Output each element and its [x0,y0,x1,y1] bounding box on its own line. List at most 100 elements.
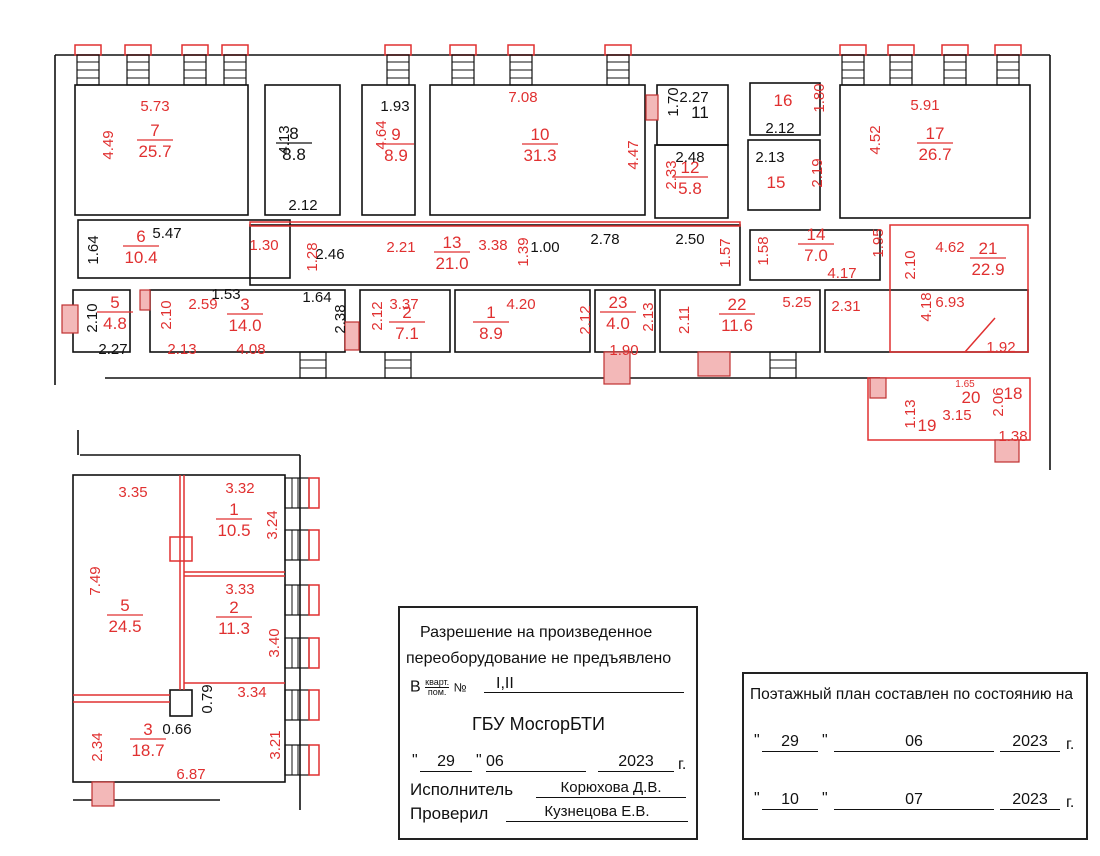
dimension-label: 0.66 [162,721,191,738]
quote: " [754,790,760,807]
room-label: 18.9 [473,303,509,343]
room-area: 25.7 [138,142,171,161]
stamp-line2: переоборудование не предъявлено [406,650,672,667]
room-number: 16 [774,91,793,110]
window [284,477,320,509]
room-label: 54.8 [97,293,133,333]
dimension-label: 2.11 [676,306,693,334]
number-sign: № [453,680,467,695]
room-number: 19 [918,416,937,435]
dimension-label: 5.47 [152,225,181,242]
dimension-label: 1.90 [609,342,638,359]
dimension-label: 2.06 [990,387,1007,416]
dimension-label: 2.13 [755,149,784,166]
room-area: 10.4 [124,248,157,267]
apartment-prefix: В кварт.пом. № [410,678,467,697]
room-area: 4.0 [606,314,630,333]
dimension-label: 4.08 [236,341,265,358]
dimension-label: 1.39 [515,237,532,266]
room-label: 524.5 [107,596,143,636]
dimension-label: 3.21 [267,730,284,759]
dimension-label: 1.64 [85,235,102,264]
windows [74,44,1022,776]
window [839,44,867,86]
room-label: 13 21.0 [434,233,470,273]
year-suffix: г. [1066,736,1075,753]
room-area: 8.8 [282,145,306,164]
room-label: 147.0 [798,225,834,265]
frac-top: кварт. [425,677,450,688]
room-number: 2 [229,598,238,617]
room-number: 10 [531,125,550,144]
room-number: 3 [143,720,152,739]
dimension-label: 1.28 [304,242,321,271]
year-suffix: г. [1066,794,1075,811]
date2-year: 2023 [1000,790,1060,810]
dimension-label: 1.95 [870,228,887,257]
window [604,44,632,86]
room-number: 1 [486,303,495,322]
dimension-label: 2.27 [98,341,127,358]
window [384,44,412,86]
frac-bottom: пом. [427,687,447,697]
room-area: 26.7 [918,145,951,164]
dimension-label: 1.38 [998,428,1027,445]
room-area: 21.0 [435,254,468,273]
month: 06 [486,752,586,772]
executor-name: Корюхова Д.В. [536,778,686,798]
permission-stamp: Разрешение на произведенное переоборудов… [398,606,698,840]
room-area: 7.0 [804,246,828,265]
dimension-label: 1.93 [380,98,409,115]
dimension-label: 4.62 [935,239,964,256]
window [299,351,327,379]
dimension-label: 6.87 [176,766,205,783]
apartment-numbers: I,II [484,674,684,693]
dimension-label: 2.10 [84,303,101,332]
window [221,44,249,86]
window [284,584,320,616]
dimension-label: 3.38 [478,237,507,254]
red-walls [73,221,1031,703]
room-area: 18.7 [131,741,164,760]
dimension-label: 1.30 [249,237,278,254]
dimension-label: 4.13 [276,125,293,154]
date1-day: 29 [762,732,818,752]
window [284,529,320,561]
dimension-label: 2.31 [831,298,860,315]
room-number: 23 [609,293,628,312]
window [284,744,320,776]
room-number: 13 [443,233,462,252]
dimension-label: 2.13 [167,341,196,358]
window [994,44,1022,86]
organization: ГБУ МосгорБТИ [472,714,605,734]
dimension-label: 1.65 [955,379,975,390]
dimension-label: 3.32 [225,480,254,497]
quote: " [754,732,760,749]
room-number: 18 [1004,384,1023,403]
room-label: 98.9 [378,125,414,165]
dimension-label: 2.13 [640,302,657,331]
room-area: 8.9 [384,146,408,165]
dimension-label: 3.40 [266,628,283,657]
window [769,351,797,379]
dimension-label: 1.64 [302,289,331,306]
room-label: 610.4 [123,227,159,267]
dimension-label: 5.25 [782,294,811,311]
window [507,44,535,86]
room-area: 8.9 [479,324,503,343]
room-number: 21 [979,239,998,258]
room-area: 7.1 [395,324,419,343]
room-number: 2 [402,303,411,322]
dimension-label: 1.57 [717,238,734,267]
dimension-label: 1.70 [665,87,682,116]
room-number: 15 [767,173,786,192]
quote: " [822,790,828,807]
window [284,689,320,721]
room-label: 211.3 [216,598,252,638]
room-label: 27.1 [389,303,425,343]
room-number: 3 [240,295,249,314]
